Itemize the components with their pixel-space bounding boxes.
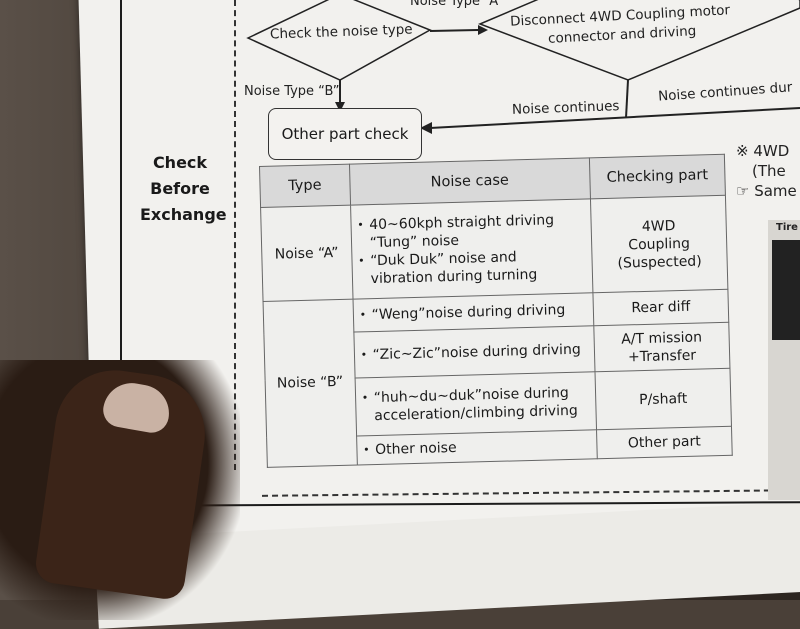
case-text: “Weng”noise during driving [371,302,566,324]
case-text: “Zic~Zic”noise during driving [372,341,581,363]
header-noise-case: Noise case [349,157,591,206]
other-part-check-box: Other part check [268,108,422,160]
header-type: Type [259,164,351,208]
header-checking-part: Checking part [589,154,726,200]
arrowhead-disconnect [478,25,488,35]
note-same: ☞ Same [736,182,797,200]
note-tire: Tire [776,222,798,233]
arrow-to-disconnect [429,29,479,32]
case-item: Other noise [363,435,591,459]
type-cell: Noise “B” [263,298,358,468]
case-cell: “Zic~Zic”noise during driving [353,326,595,379]
noise-type-a-label: Noise Type “A” [410,0,504,9]
case-cell: Other noise [356,429,598,466]
part-cell: Other part [596,426,733,459]
dashed-border-left [234,0,236,470]
other-part-check-label: Other part check [281,125,409,143]
part-text: (Suspected) [617,252,702,272]
type-cell: Noise “A” [260,205,353,302]
arrowhead-left [420,122,432,134]
side-photo [772,240,800,340]
case-cell: 40~60kph straight driving “Tung” noise “… [350,199,593,299]
case-item: “Duk Duk” noise and vibration during tur… [358,246,586,288]
case-cell: “huh~du~duk”noise during acceleration/cl… [354,371,597,437]
case-item: “huh~du~duk”noise during acceleration/cl… [362,383,590,425]
line-noise-continues-down [625,79,629,119]
case-item: “Zic~Zic”noise during driving [360,340,588,364]
frame-line-vertical [120,0,122,505]
noise-type-b-label: Noise Type “B” [244,84,340,99]
part-cell: 4WD Coupling (Suspected) [590,195,728,293]
flowchart [246,0,800,134]
note-4wd: ※ 4WD [736,142,790,160]
part-cell: P/shaft [594,368,732,430]
section-label-line1: Check [152,153,208,172]
section-label: Check Before Exchange [140,150,227,228]
case-item: 40~60kph straight driving “Tung” noise [357,210,585,252]
part-text: +Transfer [627,347,697,366]
table-row: Noise “A” 40~60kph straight driving “Tun… [260,195,728,302]
section-label-line2: Before [150,179,210,198]
noise-check-table: Type Noise case Checking part Noise “A” … [259,154,733,468]
case-text: Other noise [374,439,457,459]
part-cell: Rear diff [592,289,729,327]
section-label-line3: Exchange [140,205,227,224]
note-the: (The [752,162,786,180]
case-item: “Weng”noise during driving [359,301,587,325]
line-noise-continues-left [429,107,800,129]
arrowhead-down [335,102,345,112]
part-cell: A/T mission +Transfer [593,322,730,372]
